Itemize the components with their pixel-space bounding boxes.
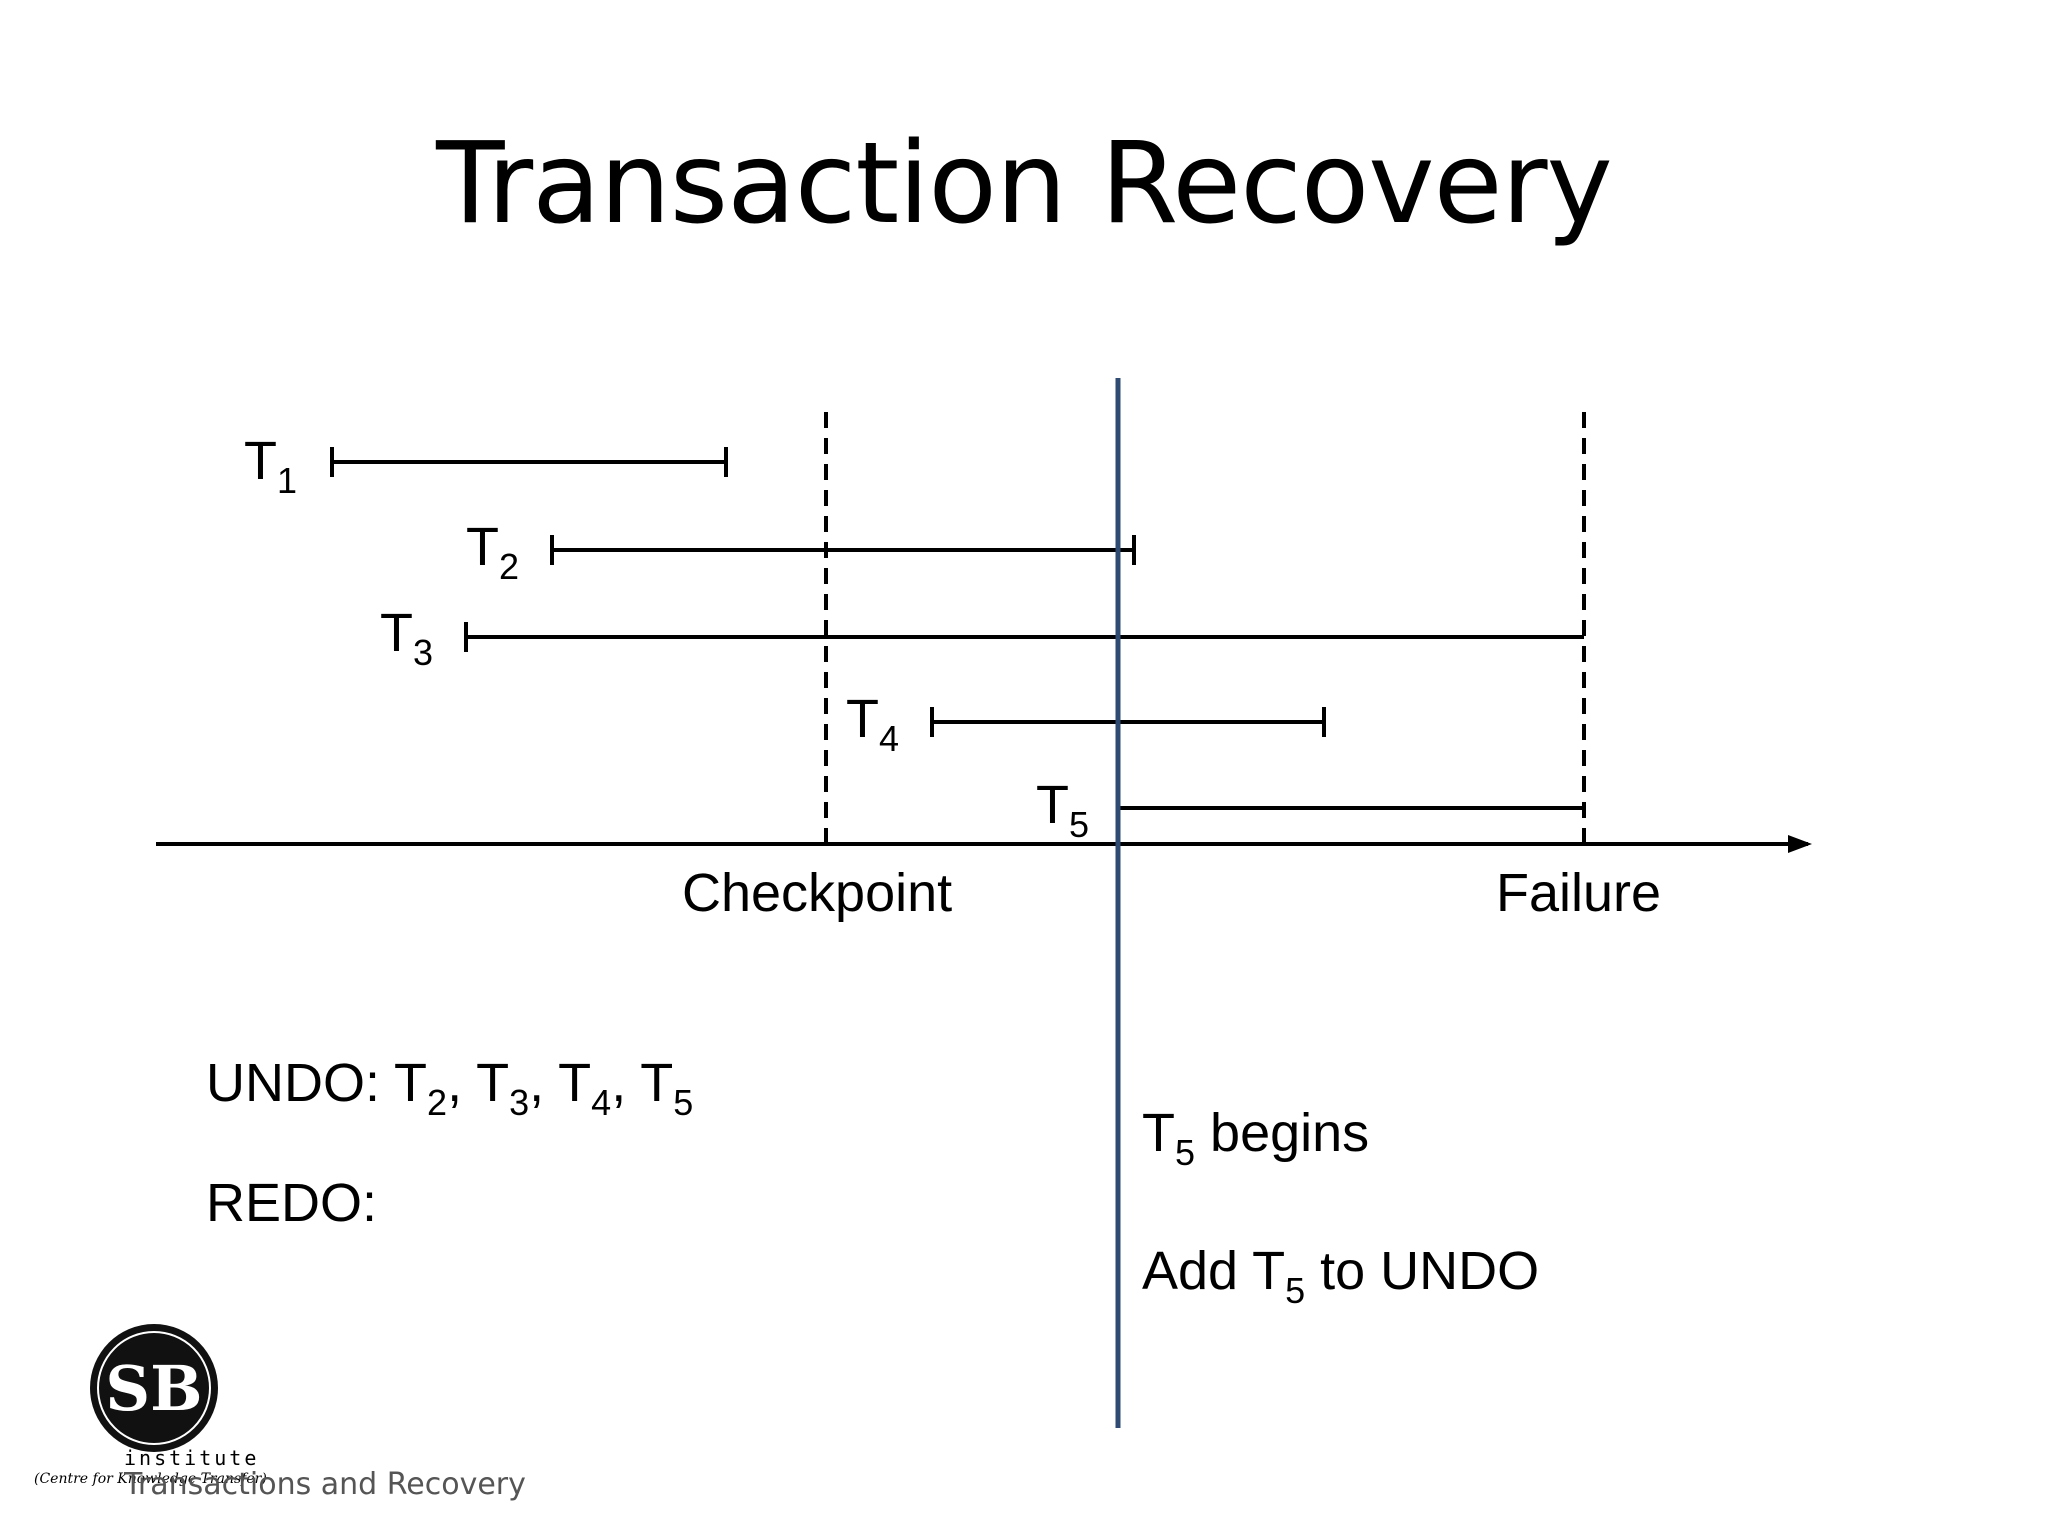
transaction-label-t5: T5 [1036, 775, 1090, 845]
institute-logo: SB [90, 1324, 218, 1452]
logo-wordmark: institute [124, 1446, 260, 1470]
undo-item: T4, [558, 1053, 641, 1123]
redo-list: REDO: [206, 1173, 378, 1233]
add-to-undo-note: Add T5 to UNDO [1142, 1241, 1540, 1311]
transaction-bar-t2 [550, 535, 1136, 565]
transaction-label-t1: T1 [244, 431, 298, 501]
svg-text:SB: SB [105, 1352, 202, 1425]
transaction-label-t2: T2 [466, 517, 520, 587]
undo-item: T2, [394, 1053, 477, 1123]
transaction-bar-t4 [930, 707, 1326, 737]
undo-list: UNDO: T2, T3, T4, T5 [206, 1053, 694, 1123]
failure-label: Failure [1496, 863, 1662, 923]
slide-title: Transaction Recovery [436, 119, 1613, 249]
transaction-label-t4: T4 [846, 689, 900, 759]
time-axis-arrowhead [1788, 835, 1812, 853]
slide-footer: Transactions and Recovery [124, 1467, 526, 1502]
transaction-bar-t1 [330, 447, 728, 477]
logo-tagline: (Centre for Knowledge Transfer) [34, 1471, 267, 1487]
checkpoint-label: Checkpoint [682, 863, 953, 923]
undo-item: T3, [476, 1053, 559, 1123]
undo-item: T5 [640, 1053, 694, 1123]
transaction-bar-t3 [464, 622, 1584, 652]
t5-begins-note: T5 begins [1142, 1103, 1370, 1173]
transaction-label-t3: T3 [380, 603, 434, 673]
